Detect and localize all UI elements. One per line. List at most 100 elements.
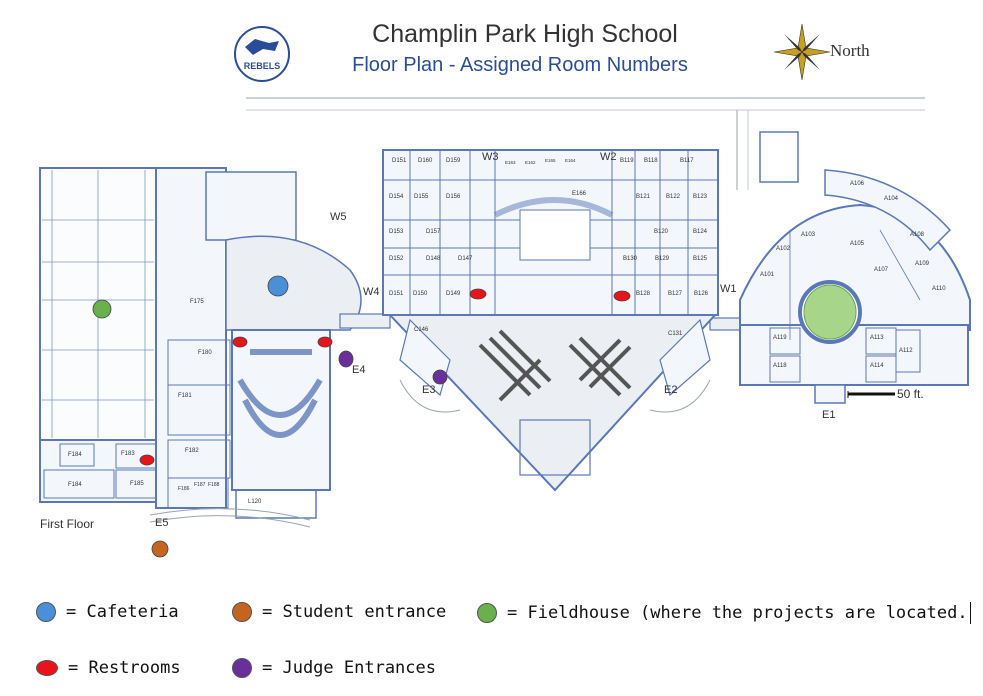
room-label: F186 <box>178 486 190 492</box>
room-label: A112 <box>899 348 913 354</box>
room-label: D151 <box>392 158 407 164</box>
fieldhouse-marker-icon <box>477 603 497 623</box>
room-label: D148 <box>426 256 441 262</box>
room-label: F184 <box>68 452 82 458</box>
legend-label: = Student entrance <box>262 602 447 622</box>
entrance-label-e2: E2 <box>664 384 677 396</box>
legend-label: = Fieldhouse (where the projects are loc… <box>507 603 968 623</box>
restroom-marker <box>232 336 248 348</box>
room-label: A108 <box>910 232 925 238</box>
room-label: B118 <box>644 158 658 164</box>
restroom-marker <box>317 336 333 348</box>
room-label: F185 <box>130 481 144 487</box>
room-label: A101 <box>760 272 775 278</box>
room-label: A118 <box>773 363 787 369</box>
floor-label: First Floor <box>40 517 94 531</box>
west-wing <box>149 167 362 528</box>
room-label: F182 <box>185 448 199 454</box>
legend-item-fieldhouse: = Fieldhouse (where the projects are loc… <box>477 602 971 624</box>
room-label: F184 <box>68 482 82 488</box>
room-label: D147 <box>458 256 473 262</box>
room-label: D157 <box>426 229 441 235</box>
room-label: C131 <box>668 331 683 337</box>
room-label: C146 <box>414 327 429 333</box>
entrance-label-w4: W4 <box>363 286 380 298</box>
entrance-label-w1: W1 <box>720 283 737 295</box>
room-label: D150 <box>413 291 428 297</box>
room-label: E166 <box>572 191 587 197</box>
legend: = Cafeteria = Student entrance = Fieldho… <box>0 590 983 696</box>
entrance-label-e3: E3 <box>422 384 435 396</box>
room-label: D153 <box>389 229 404 235</box>
legend-label: = Judge Entrances <box>262 658 436 678</box>
room-label: A113 <box>870 335 884 341</box>
room-label: A107 <box>874 267 889 273</box>
fieldhouse-marker <box>92 299 112 319</box>
judge-entrance-marker-icon <box>232 658 252 678</box>
restroom-marker <box>469 288 487 300</box>
room-label: D152 <box>389 256 404 262</box>
corridor-west <box>339 313 391 329</box>
room-label: E165 <box>545 158 556 163</box>
room-label: B125 <box>693 256 708 262</box>
room-label: A105 <box>850 241 865 247</box>
room-label: B123 <box>693 194 708 200</box>
room-label: B129 <box>655 256 670 262</box>
judge-entrance-marker <box>338 350 354 368</box>
room-label: D156 <box>446 194 461 200</box>
cafeteria-marker-icon <box>36 602 56 622</box>
room-label: D159 <box>446 158 461 164</box>
room-label: B119 <box>620 158 634 164</box>
entrance-label-w2: W2 <box>600 151 617 163</box>
compass-rose-icon <box>773 23 831 81</box>
room-label: A110 <box>932 286 946 292</box>
room-label: B120 <box>654 229 669 235</box>
room-label: F180 <box>198 350 212 356</box>
room-label: E163 <box>505 160 516 165</box>
room-label: D155 <box>414 194 429 200</box>
room-label: D151 <box>389 291 404 297</box>
legend-item-restrooms: = Restrooms <box>36 658 181 678</box>
legend-item-judge-entrances: = Judge Entrances <box>232 658 436 678</box>
room-label: A104 <box>884 196 899 202</box>
rebels-logo: REBELS <box>234 26 290 82</box>
room-label: A103 <box>801 232 816 238</box>
room-label: F181 <box>178 393 192 399</box>
north-label: North <box>830 41 870 60</box>
room-label: A114 <box>870 363 884 369</box>
room-label: A109 <box>915 261 930 267</box>
entrance-label-w5: W5 <box>330 211 347 223</box>
page-title: Champlin Park High School <box>372 20 678 48</box>
room-label: B117 <box>680 158 694 164</box>
text-cursor <box>969 602 971 624</box>
floor-plan: 50 ft. First Floor W5 W4 W3 W2 W1 E4 E3 … <box>39 97 971 558</box>
restroom-marker-icon <box>36 660 58 676</box>
fieldhouse-block <box>39 167 159 503</box>
east-wing <box>739 169 971 404</box>
legend-label: = Restrooms <box>68 658 181 678</box>
room-label: E164 <box>565 158 576 163</box>
courtyard <box>803 284 857 340</box>
entrance-label-e1: E1 <box>822 409 835 421</box>
room-label: B130 <box>623 256 638 262</box>
detached-building <box>759 131 799 183</box>
entrance-label-w3: W3 <box>482 151 499 163</box>
room-label: E162 <box>525 160 536 165</box>
room-label: A102 <box>776 246 791 252</box>
restroom-marker <box>613 290 631 302</box>
room-label: A106 <box>850 181 865 187</box>
page-subtitle: Floor Plan - Assigned Room Numbers <box>352 54 688 76</box>
room-label: B122 <box>666 194 681 200</box>
legend-item-cafeteria: = Cafeteria <box>36 602 179 622</box>
room-label: B121 <box>636 194 651 200</box>
restroom-marker <box>139 454 155 466</box>
room-label: B126 <box>694 291 709 297</box>
room-label: F183 <box>121 451 135 457</box>
legend-label: = Cafeteria <box>66 602 179 622</box>
room-label: D149 <box>446 291 461 297</box>
room-label: D160 <box>418 158 433 164</box>
room-label: L120 <box>248 499 262 505</box>
entrance-label-e4: E4 <box>352 364 365 376</box>
room-label: F175 <box>190 299 204 305</box>
room-label: B128 <box>636 291 651 297</box>
